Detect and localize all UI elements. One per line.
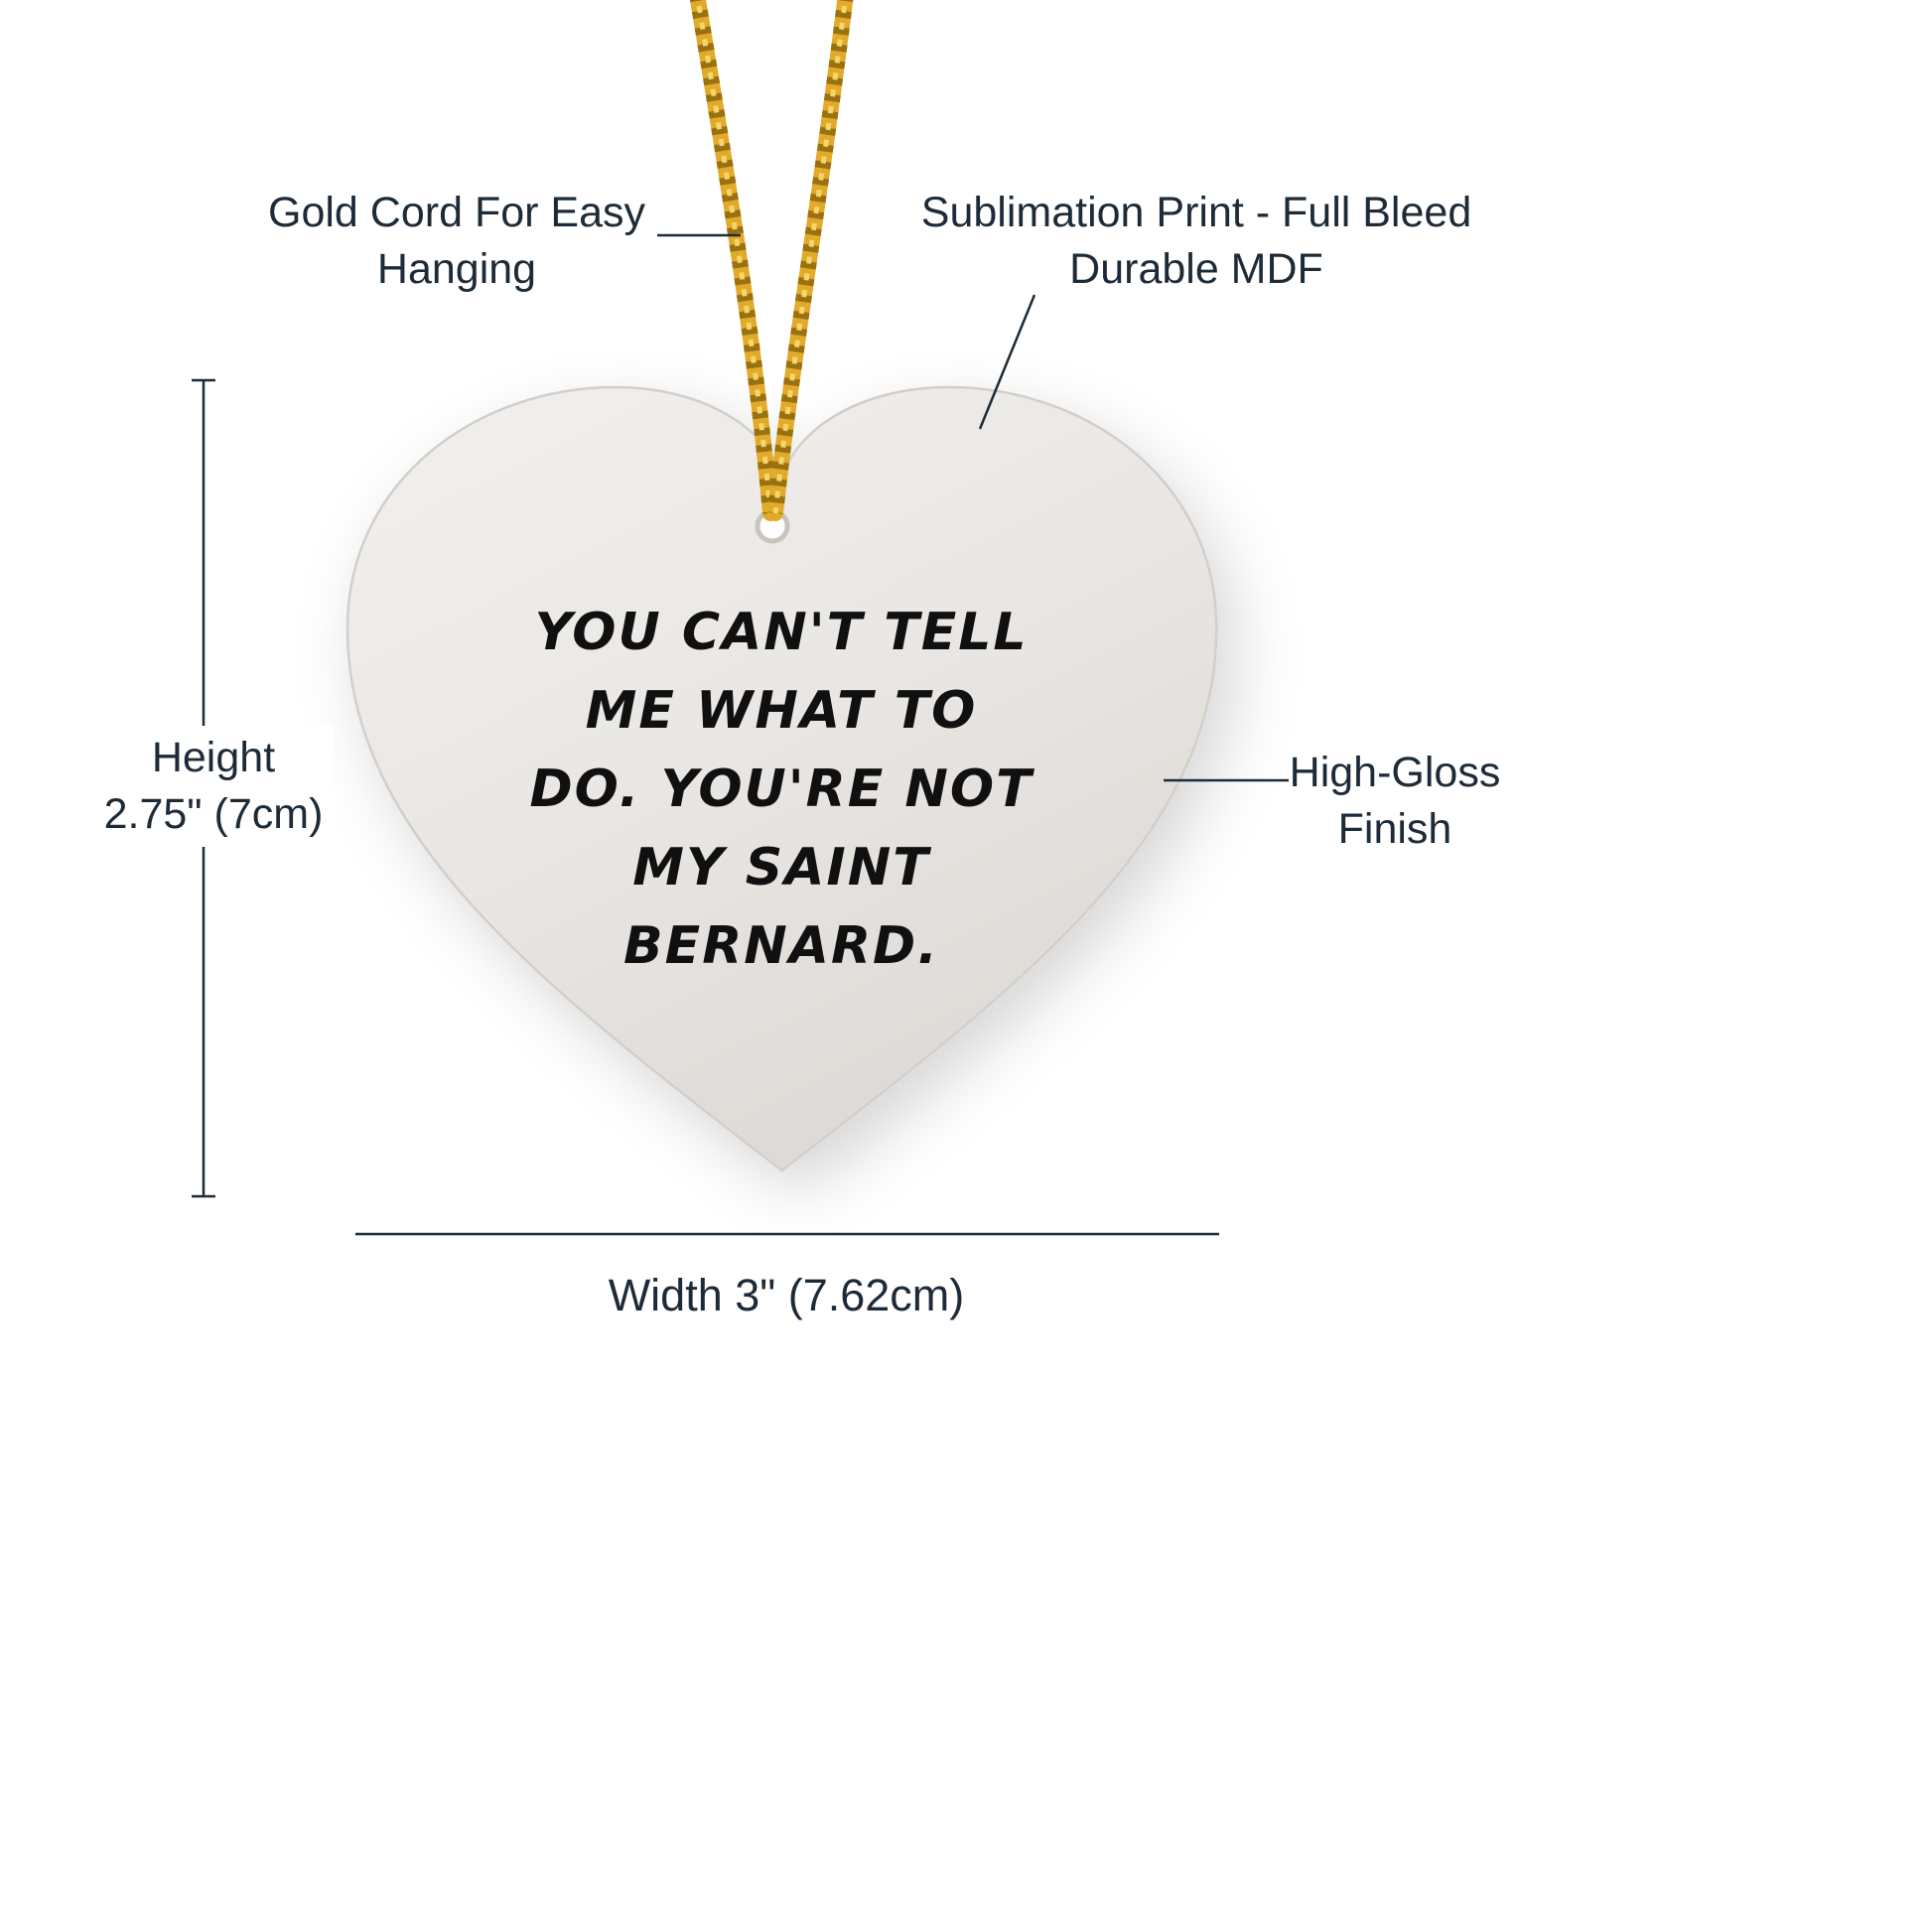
quote-line-5: BERNARD. xyxy=(623,916,939,976)
gold-cord xyxy=(689,0,854,521)
width-label: Width 3" (7.62cm) xyxy=(609,1267,965,1323)
callout-high-gloss-line2: Finish xyxy=(1337,805,1452,853)
callout-high-gloss: High-Gloss Finish xyxy=(1290,745,1501,858)
cord-right-twist xyxy=(767,0,854,514)
cord-right-highlight xyxy=(772,0,848,514)
cord-left-twist xyxy=(689,0,778,514)
callout-sublimation-print-line2: Durable MDF xyxy=(1069,245,1323,293)
quote-line-2: ME WHAT TO xyxy=(585,681,978,741)
quote-line-4: MY SAINT xyxy=(632,838,930,897)
callout-high-gloss-line1: High-Gloss xyxy=(1289,749,1501,796)
callout-gold-cord-line2: Hanging xyxy=(376,245,537,293)
callout-gold-cord-line1: Gold Cord For Easy xyxy=(268,189,645,236)
width-label-text: Width 3" (7.62cm) xyxy=(608,1270,965,1320)
cord-left-highlight xyxy=(695,0,773,514)
height-label-line1: Height xyxy=(151,734,276,781)
height-label-line2: 2.75" (7cm) xyxy=(103,790,324,838)
ornament-quote: YOU CAN'T TELL ME WHAT TO DO. YOU'RE NOT… xyxy=(529,594,1033,986)
print-leader-line xyxy=(978,294,1036,430)
callout-gold-cord: Gold Cord For Easy Hanging xyxy=(268,185,645,298)
height-label: Height 2.75" (7cm) xyxy=(93,726,334,847)
quote-line-3: DO. YOU'RE NOT xyxy=(529,759,1034,819)
callout-sublimation-print-line1: Sublimation Print - Full Bleed xyxy=(920,189,1472,236)
quote-line-1: YOU CAN'T TELL xyxy=(534,603,1029,662)
callout-sublimation-print: Sublimation Print - Full Bleed Durable M… xyxy=(921,185,1471,298)
